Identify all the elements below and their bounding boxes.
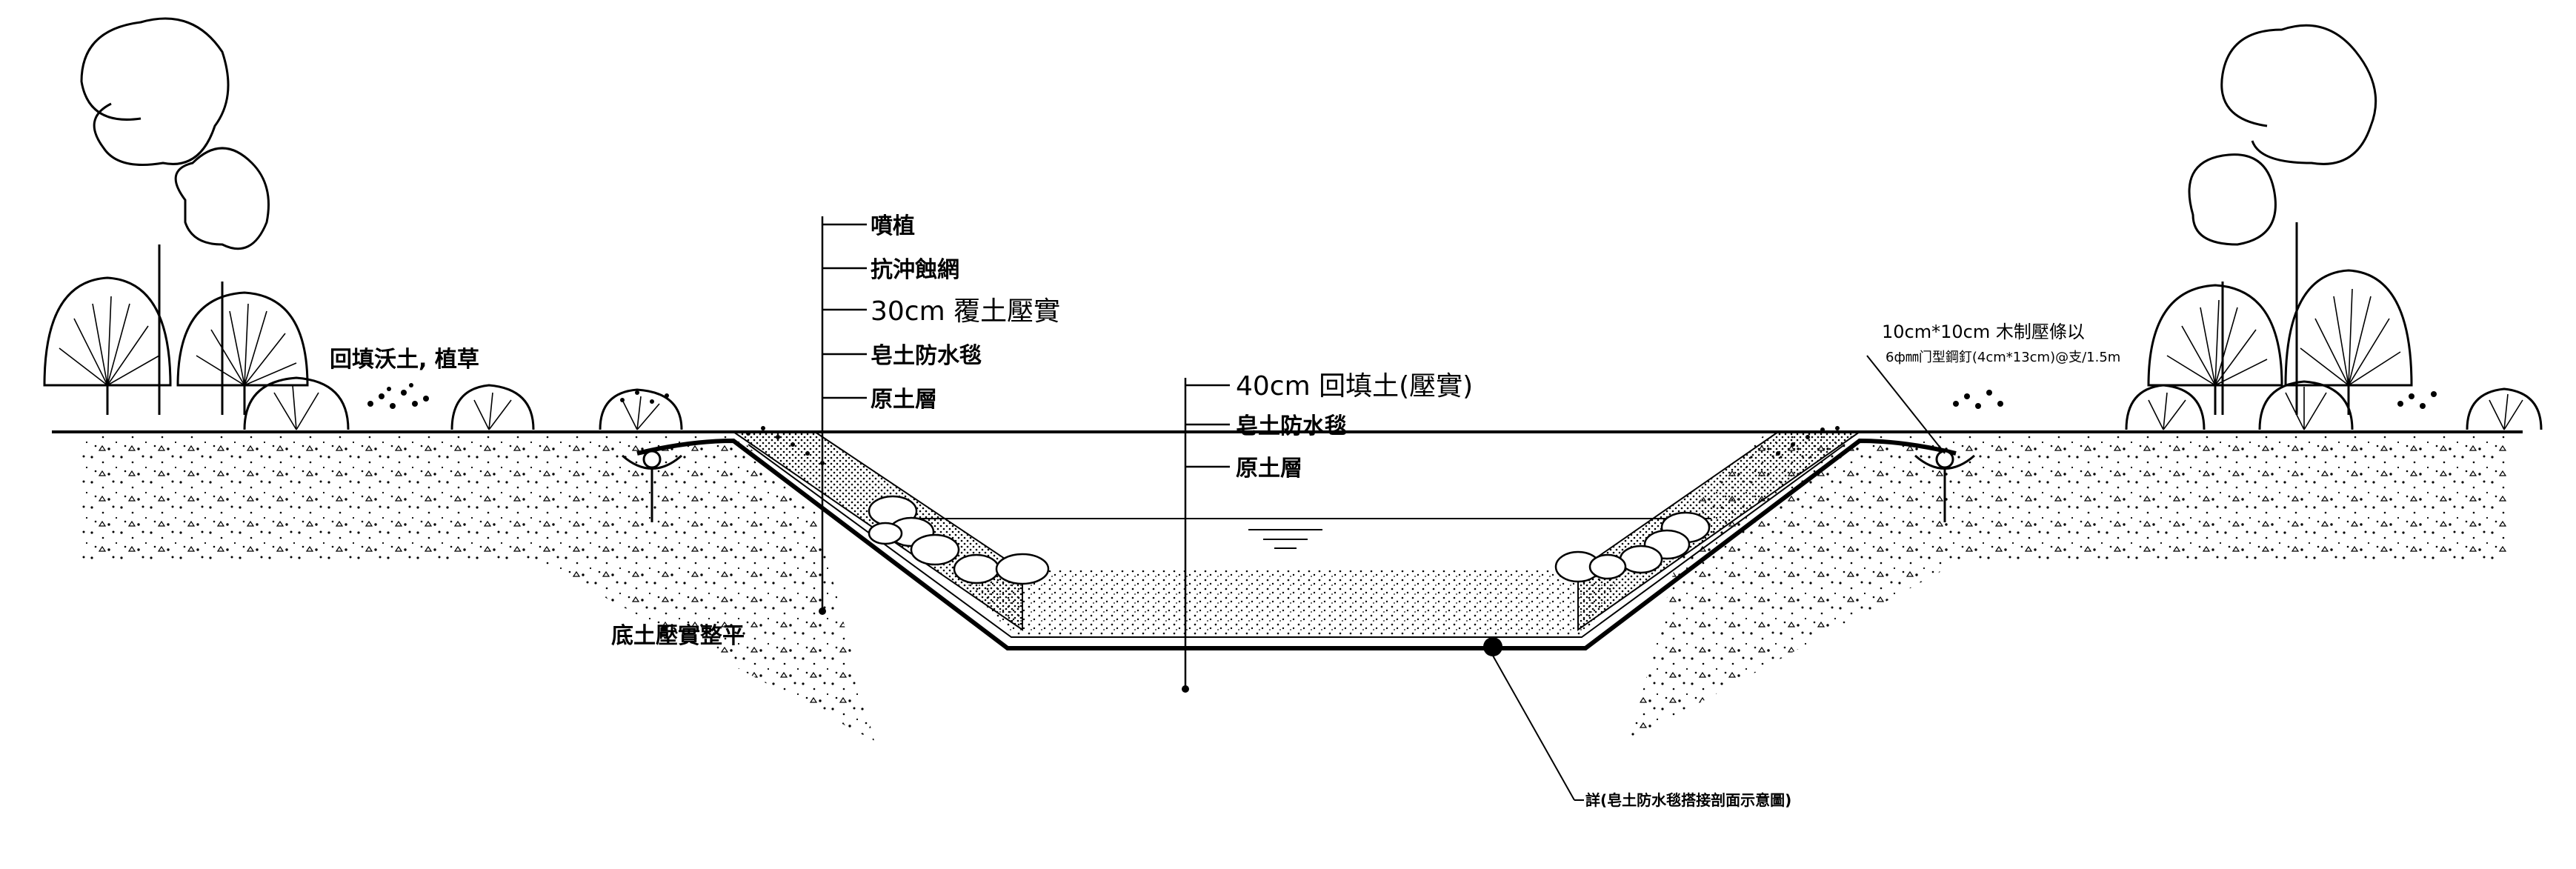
tree-mid-right: [2188, 153, 2277, 415]
right-anchor-leader: [1866, 355, 1946, 454]
detail-leader: [1492, 655, 1575, 801]
label-bed-layer-2: 皂土防水毯: [1236, 413, 1347, 439]
bush-left-1: [243, 376, 350, 430]
backfill-bed: [956, 570, 1623, 636]
right-boulders: [1554, 511, 1711, 583]
shrub-left-2: [176, 291, 309, 415]
detail-marker: [1483, 637, 1502, 656]
tree-tall-right: [2220, 24, 2377, 415]
right-anchor-stake: [1914, 450, 1975, 522]
native-soil-body: [81, 436, 2508, 741]
right-shrub-branches: [2148, 288, 2523, 430]
bush-right-1: [2258, 380, 2354, 430]
bush-right-3: [2125, 384, 2206, 430]
slope-leader-ticks: [822, 223, 867, 399]
bush-right-2: [2466, 387, 2543, 430]
tree-mid-left: [174, 147, 270, 415]
bush-left-3: [599, 388, 683, 430]
label-slope-layer-4: 皂土防水毯: [871, 343, 982, 369]
label-slope-layer-2: 抗沖蝕網: [871, 257, 959, 283]
label-right-anchor-1: 10cm*10cm 木制壓條以: [1882, 322, 2085, 342]
left-anchor-stake: [622, 450, 682, 522]
left-shrub-branches: [59, 296, 660, 430]
label-right-anchor-2: 6ф㎜门型鋼釘(4cm*13cm)@支/1.5m: [1886, 350, 2120, 365]
channel-liner: [636, 438, 1957, 650]
right-trees: [2125, 24, 2543, 430]
bush-left-2: [450, 384, 535, 430]
shrub-right-1: [2147, 284, 2283, 415]
tree-tall-left: [80, 17, 230, 415]
slope-vegetation: [746, 426, 1840, 465]
label-slope-layer-3: 30cm 覆土壓實: [871, 296, 1060, 327]
label-bed-layer-3: 原土層: [1236, 456, 1302, 482]
label-left-topsoil: 回填沃土, 植草: [330, 347, 479, 373]
slope-leader-dot: [819, 607, 826, 615]
left-boulders: [868, 495, 1050, 585]
shrub-left-1: [43, 276, 172, 415]
label-subgrade: 底土壓實整平: [611, 623, 745, 649]
label-slope-layer-5: 原土層: [871, 387, 937, 413]
left-ground-plants: [367, 383, 669, 409]
label-slope-layer-1: 噴植: [871, 213, 915, 239]
bed-leader-ticks: [1185, 384, 1230, 468]
bed-leader-dot: [1182, 685, 1189, 693]
left-trees: [43, 17, 683, 430]
label-detail-note: 詳(皂土防水毯搭接剖面示意圖): [1585, 791, 1791, 809]
right-ground-plants: [1953, 390, 2437, 409]
label-bed-layer-1: 40cm 回填土(壓實): [1236, 371, 1473, 402]
